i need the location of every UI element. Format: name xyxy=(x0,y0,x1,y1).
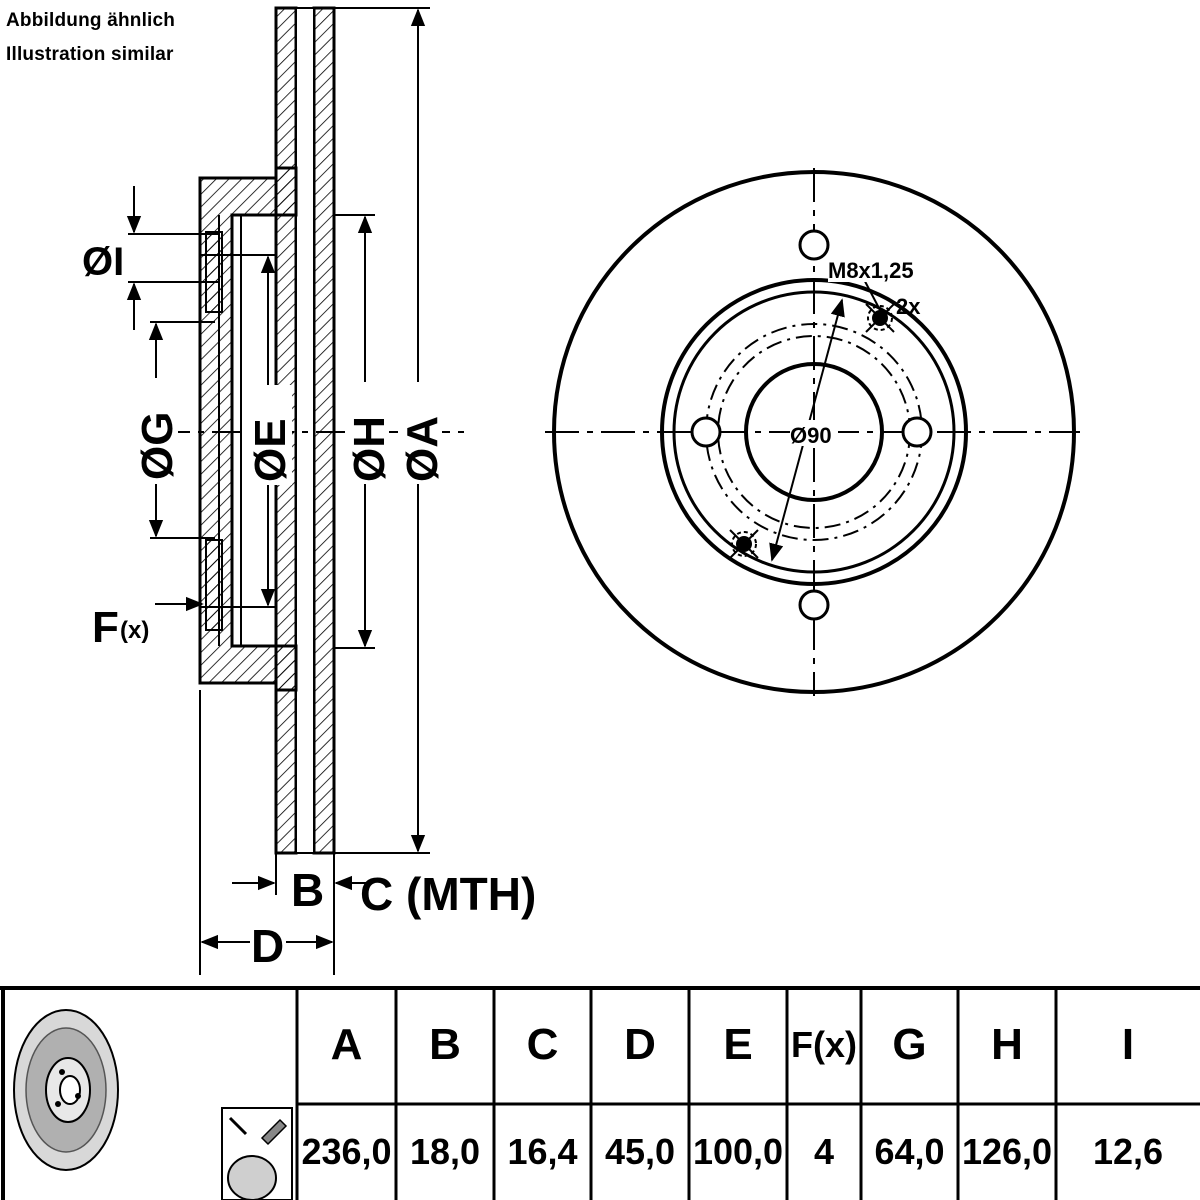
table-value-i: 12,6 xyxy=(1092,1131,1164,1172)
dimension-f: F (x) xyxy=(92,596,204,652)
dimension-a: ØA xyxy=(334,7,447,854)
dim-f-sub: (x) xyxy=(120,617,149,644)
dim-h-label: ØH xyxy=(345,416,394,482)
dimension-h: ØH xyxy=(334,214,394,649)
spec-table-frame xyxy=(0,986,1200,1200)
dimension-d: D xyxy=(199,690,335,975)
dim-a-label: ØA xyxy=(398,416,447,482)
dimension-e: ØE xyxy=(200,254,295,608)
front-view: Ø90 M8x1,25 2x xyxy=(545,168,1080,696)
dim-i-label: ØI xyxy=(82,240,124,284)
table-value-h: 126,0 xyxy=(961,1131,1053,1172)
inner-friction-plate xyxy=(312,6,336,855)
table-header-fx: F(x) xyxy=(791,1024,857,1065)
bolt-hole-right xyxy=(901,416,933,448)
threaded-hole-lower xyxy=(729,529,759,559)
dim-f-label: F xyxy=(92,603,119,652)
dimension-b-c: B C (MTH) xyxy=(232,853,536,920)
dim-g-label: ØG xyxy=(133,412,182,480)
caption: Abbildung ähnlich Illustration similar xyxy=(6,4,175,72)
dim-b-label: B xyxy=(291,864,324,916)
thread-label: M8x1,25 xyxy=(828,258,914,283)
table-value-g: 64,0 xyxy=(874,1131,945,1172)
table-header-a: A xyxy=(330,1020,363,1069)
table-value-fx: 4 xyxy=(813,1131,835,1172)
table-value-e: 100,0 xyxy=(692,1131,784,1172)
center-bore-label: Ø90 xyxy=(790,423,832,448)
disc-thumbnail-icon xyxy=(13,1009,119,1171)
spec-table: A 236,0 B 18,0 C 16,4 D 45,0 E 100,0 F(x) 4 G 64,0 H 12… xyxy=(0,986,1200,1200)
table-header-g: G xyxy=(892,1020,927,1069)
table-header-b: B xyxy=(429,1020,461,1069)
table-header-d: D xyxy=(624,1020,656,1069)
bolt-hole-top xyxy=(798,229,830,261)
vent-channel xyxy=(295,7,315,854)
dim-c-label: C (MTH) xyxy=(360,868,536,920)
table-header-e: E xyxy=(723,1020,753,1069)
table-value-c: 16,4 xyxy=(507,1131,578,1172)
table-value-a: 236,0 xyxy=(301,1131,392,1172)
caption-english: Illustration similar xyxy=(6,44,174,65)
side-section-view: ØI ØG ØE ØH xyxy=(82,6,536,975)
caption-german: Abbildung ähnlich xyxy=(6,10,176,31)
table-value-b: 18,0 xyxy=(409,1131,481,1172)
dimension-g: ØG xyxy=(133,321,215,539)
table-header-c: C xyxy=(526,1020,559,1069)
table-value-d: 45,0 xyxy=(604,1131,676,1172)
dimension-i: ØI xyxy=(82,186,218,330)
bolt-hole-bottom xyxy=(798,589,830,621)
measure-tool-icon xyxy=(221,1107,293,1200)
bolt-hole-left xyxy=(690,416,722,448)
dim-d-label: D xyxy=(251,920,284,972)
count-label: 2x xyxy=(896,294,921,319)
table-header-h: H xyxy=(991,1020,1023,1069)
table-header-i: I xyxy=(1121,1020,1135,1069)
threaded-hole-upper xyxy=(865,303,895,333)
dim-e-label: ØE xyxy=(246,418,295,482)
